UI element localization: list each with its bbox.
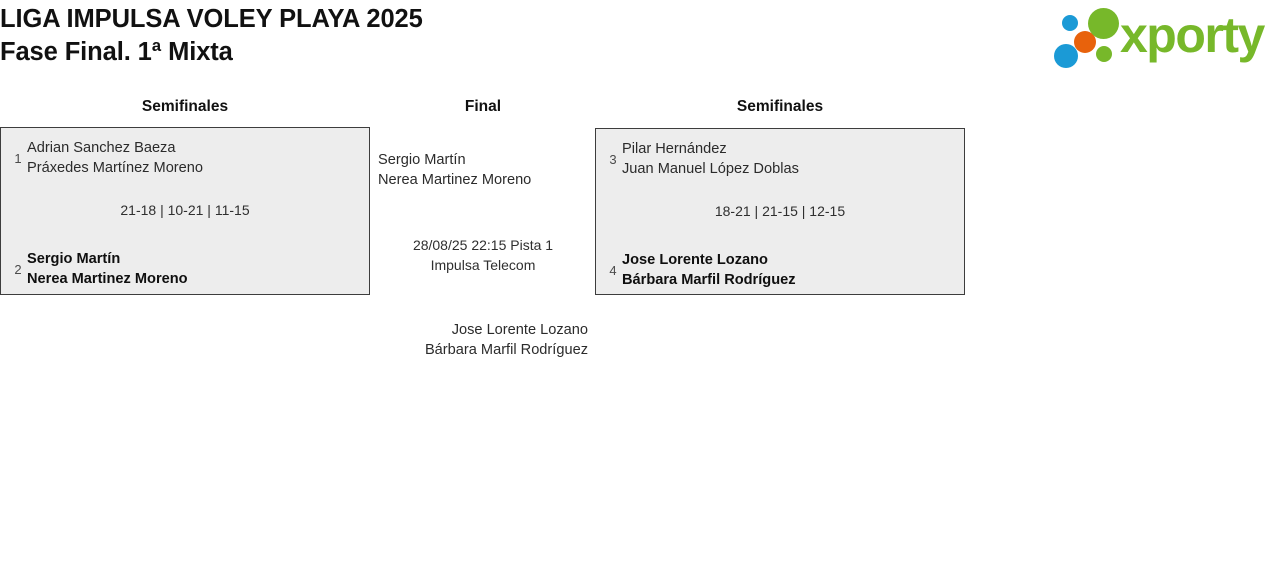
team-player-1: Pilar Hernández xyxy=(622,141,727,157)
match-score: 18-21 | 21-15 | 12-15 xyxy=(714,203,846,219)
team-player-2: Nerea Martinez Moreno xyxy=(27,270,188,287)
logo-dot-blue-small-icon xyxy=(1062,15,1078,31)
match-card-left-semifinal[interactable]: 1 Adrian Sanchez Baeza Práxedes Martínez… xyxy=(0,127,370,295)
match-team-row[interactable]: 2 Sergio Martín Nerea Martinez Moreno xyxy=(1,250,369,289)
logo-dot-blue-large-icon xyxy=(1054,44,1078,68)
team-seed: 1 xyxy=(14,150,22,166)
team-player-1: Jose Lorente Lozano xyxy=(622,252,768,268)
team-player-2: Bárbara Marfil Rodríguez xyxy=(424,341,588,358)
round-header-final: Final xyxy=(464,98,502,115)
logo-dot-green-large-icon xyxy=(1088,8,1119,39)
team-players-winner: Sergio Martín Nerea Martinez Moreno xyxy=(27,250,188,289)
team-player-1: Jose Lorente Lozano xyxy=(451,322,588,338)
team-player-2: Práxedes Martínez Moreno xyxy=(27,159,204,176)
final-team-bottom: Jose Lorente Lozano Bárbara Marfil Rodrí… xyxy=(378,321,588,360)
team-seed: 4 xyxy=(609,262,617,278)
team-seed: 3 xyxy=(609,151,617,167)
match-card-right-semifinal[interactable]: 3 Pilar Hernández Juan Manuel López Dobl… xyxy=(595,128,965,295)
logo-dots-icon xyxy=(1048,6,1126,68)
team-players-winner: Jose Lorente Lozano Bárbara Marfil Rodrí… xyxy=(622,251,796,290)
page-header: LIGA IMPULSA VOLEY PLAYA 2025 Fase Final… xyxy=(0,0,1280,88)
round-header-left-semifinals: Semifinales xyxy=(141,98,229,115)
team-player-2: Bárbara Marfil Rodríguez xyxy=(622,271,796,288)
page-title: LIGA IMPULSA VOLEY PLAYA 2025 Fase Final… xyxy=(0,3,423,69)
team-player-1: Sergio Martín xyxy=(378,152,466,168)
match-score: 21-18 | 10-21 | 11-15 xyxy=(120,202,250,218)
xporty-logo[interactable]: xporty xyxy=(1048,6,1276,68)
team-player-2: Juan Manuel López Doblas xyxy=(622,160,799,177)
team-player-1: Sergio Martín xyxy=(27,251,121,267)
final-match-datetime-court: 28/08/25 22:15 Pista 1 xyxy=(412,237,554,253)
logo-dot-orange-icon xyxy=(1074,31,1096,53)
final-match-sponsor: Impulsa Telecom xyxy=(430,256,536,273)
team-player-2: Nerea Martinez Moreno xyxy=(378,171,532,188)
match-team-row[interactable]: 1 Adrian Sanchez Baeza Práxedes Martínez… xyxy=(1,139,369,178)
team-players: Pilar Hernández Juan Manuel López Doblas xyxy=(622,140,799,179)
team-player-1: Adrian Sanchez Baeza xyxy=(27,140,176,156)
final-team-top: Sergio Martín Nerea Martinez Moreno xyxy=(378,151,531,190)
final-match-info: 28/08/25 22:15 Pista 1 Impulsa Telecom xyxy=(378,236,588,275)
match-team-row[interactable]: 3 Pilar Hernández Juan Manuel López Dobl… xyxy=(596,140,964,179)
match-team-row[interactable]: 4 Jose Lorente Lozano Bárbara Marfil Rod… xyxy=(596,251,964,290)
match-card-final[interactable]: Sergio Martín Nerea Martinez Moreno 28/0… xyxy=(378,127,588,362)
team-seed: 2 xyxy=(14,261,22,277)
round-header-right-semifinals: Semifinales xyxy=(736,98,824,115)
team-players: Adrian Sanchez Baeza Práxedes Martínez M… xyxy=(27,139,203,178)
tournament-name: LIGA IMPULSA VOLEY PLAYA 2025 xyxy=(0,5,423,33)
logo-dot-green-small-icon xyxy=(1096,46,1112,62)
tournament-phase: Fase Final. 1ª Mixta xyxy=(0,38,233,66)
logo-wordmark: xporty xyxy=(1120,7,1265,63)
